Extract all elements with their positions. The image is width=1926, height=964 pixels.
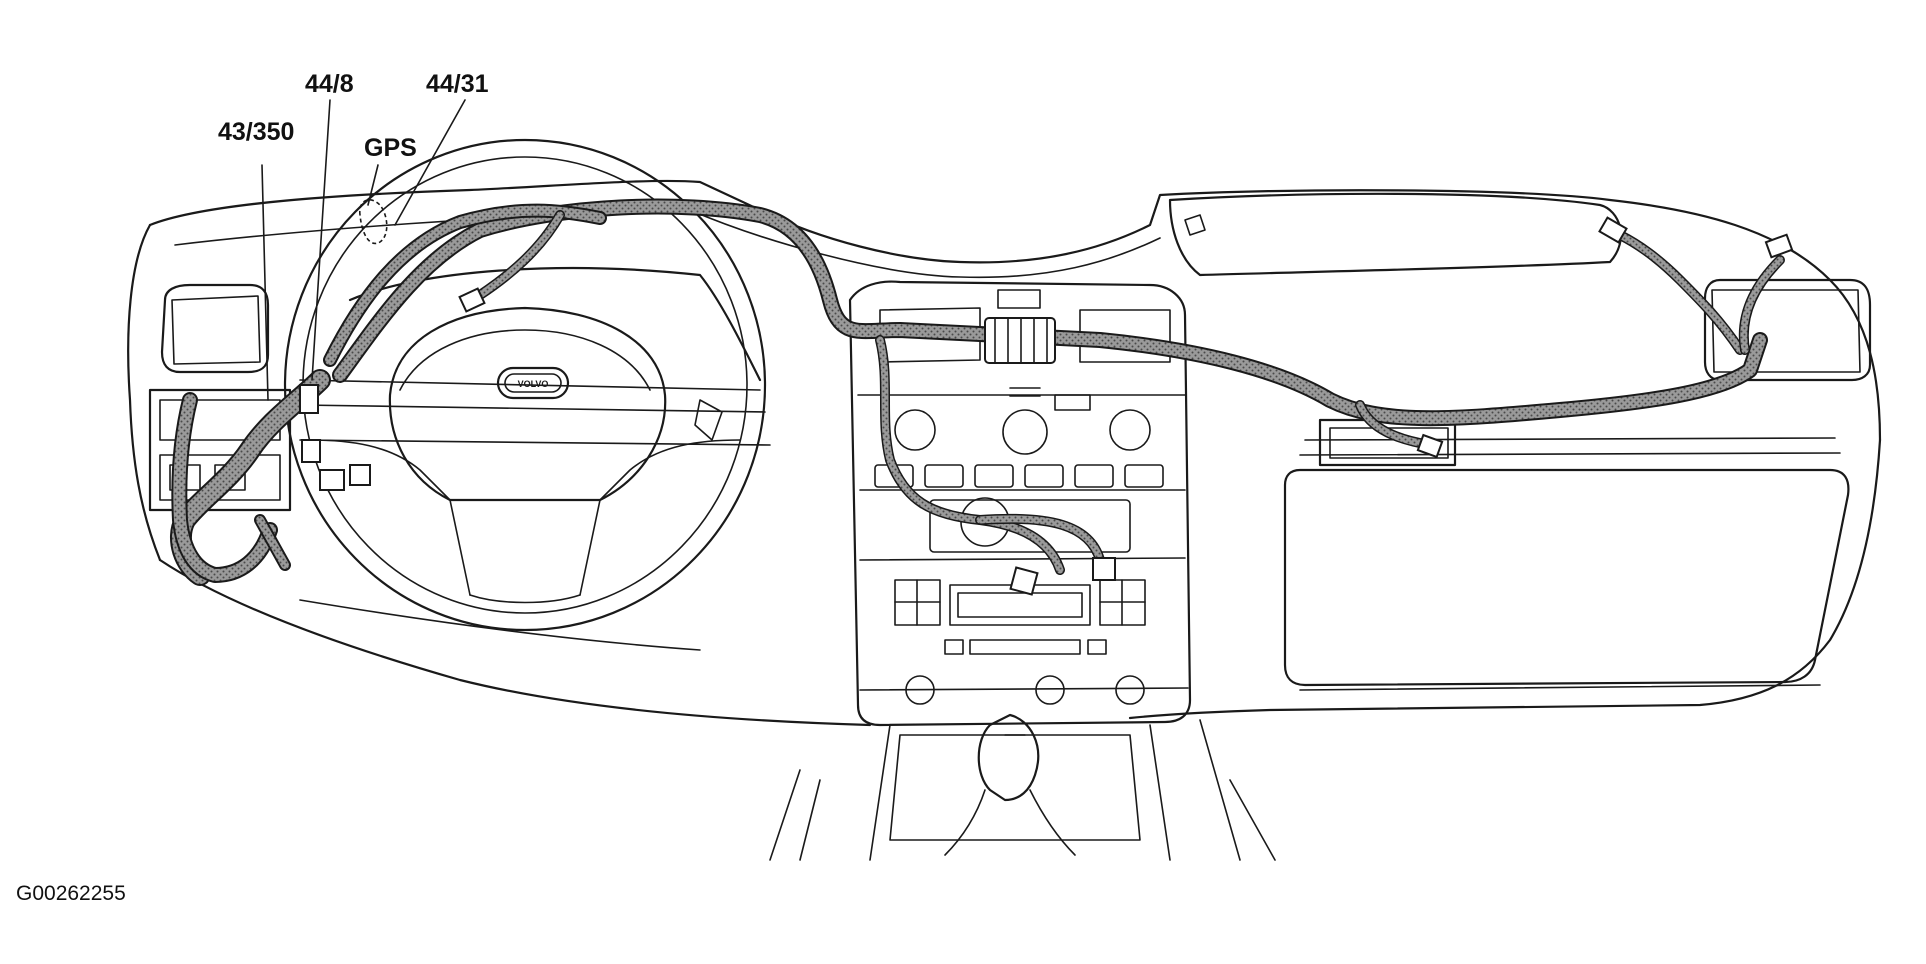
connector-passenger-1 [1598,216,1628,244]
leader-43-350 [261,164,269,401]
radio-unit [894,579,1146,705]
connector-cluster [458,287,486,313]
steering-wheel: VOLVO [283,138,767,632]
wiring-harness [170,198,1794,596]
climate-button-row [874,464,1164,488]
callout-gps: GPS [364,134,417,162]
connector-passenger-2 [1764,233,1794,259]
steering-badge-text: VOLVO [518,379,549,389]
figure-id: G00262255 [16,882,126,905]
connector-radio-right [1092,557,1116,581]
gps-module-outline [359,199,388,245]
connector-radio-left [1009,566,1039,596]
leader-lines [261,99,466,401]
connector-column-2 [301,439,321,463]
connector-passenger-vent [1416,433,1444,459]
callout-43-350: 43/350 [218,118,294,146]
central-connector-block [984,317,1056,364]
connector-column-1 [299,384,319,414]
callout-44-8: 44/8 [305,70,354,98]
leader-44-8 [311,99,331,381]
connector-left-1 [319,469,345,491]
leader-44-31 [394,99,466,226]
leader-gps [367,164,379,206]
callout-44-31: 44/31 [426,70,489,98]
connector-left-2 [349,464,371,486]
